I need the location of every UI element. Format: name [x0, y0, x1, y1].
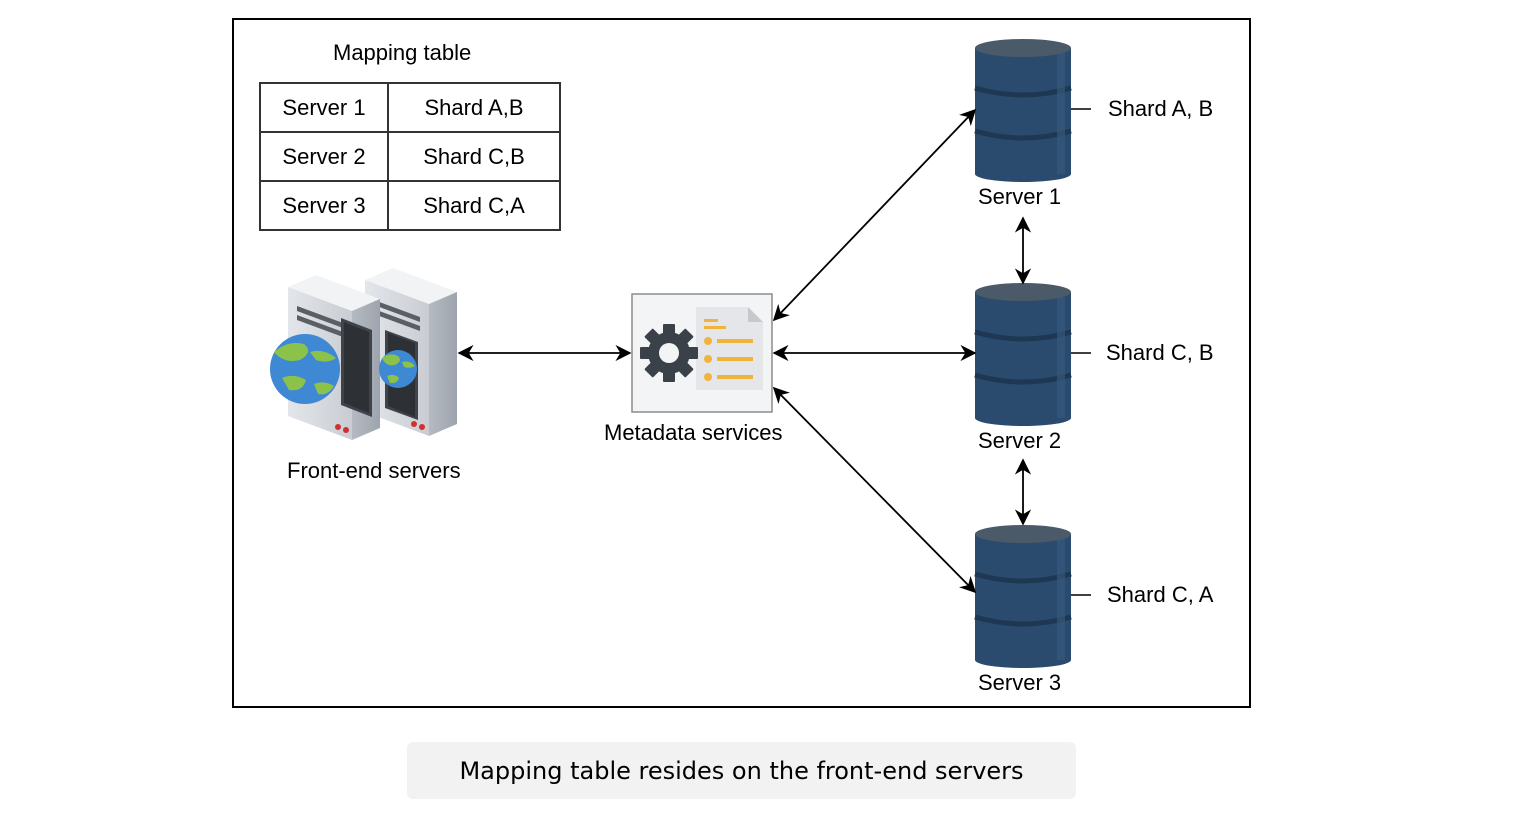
- shard-label-server-2: Shard C, B: [1106, 340, 1214, 365]
- table-row: Server 3 Shard C,A: [259, 180, 561, 231]
- database-icon-server-2: [974, 283, 1072, 426]
- database-icon-server-1: [974, 39, 1072, 182]
- table-row: Server 1 Shard A,B: [259, 82, 561, 133]
- table-cell-shards: Shard C,A: [387, 180, 561, 231]
- database-icon-server-3: [974, 525, 1072, 668]
- gear-document-icon: [631, 293, 773, 413]
- metadata-services-label: Metadata services: [604, 420, 783, 445]
- frontend-servers-label: Front-end servers: [287, 458, 461, 483]
- web-server-icon: [270, 268, 457, 440]
- shard-label-server-3: Shard C, A: [1107, 582, 1214, 607]
- mapping-table: Server 1 Shard A,B Server 2 Shard C,B Se…: [259, 82, 561, 231]
- server-3-label: Server 3: [978, 670, 1062, 695]
- diagram-frame: [232, 18, 1251, 708]
- server-1-label: Server 1: [978, 184, 1062, 209]
- table-cell-server: Server 1: [259, 82, 389, 133]
- figure-caption: Mapping table resides on the front-end s…: [407, 742, 1076, 799]
- arrow-metadata-server-3: [772, 386, 977, 594]
- shard-label-server-1: Shard A, B: [1108, 96, 1214, 121]
- table-cell-shards: Shard C,B: [387, 131, 561, 182]
- mapping-table-title: Mapping table: [333, 40, 472, 65]
- arrow-metadata-server-1: [772, 108, 977, 322]
- table-cell-server: Server 2: [259, 131, 389, 182]
- table-row: Server 2 Shard C,B: [259, 131, 561, 182]
- table-cell-server: Server 3: [259, 180, 389, 231]
- table-cell-shards: Shard A,B: [387, 82, 561, 133]
- server-2-label: Server 2: [978, 428, 1062, 453]
